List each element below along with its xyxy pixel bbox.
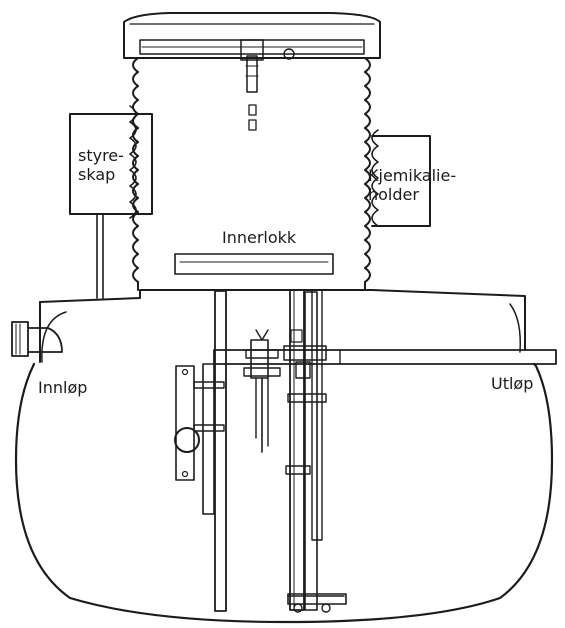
inlet-pipe [11, 321, 63, 357]
control-cabinet-label: styre- skap [78, 146, 134, 184]
outlet-bar [213, 349, 557, 365]
riser [132, 57, 371, 291]
chemical-holder-label: Kjemikalie- holder [368, 166, 468, 204]
inner-lid-label: Innerlokk [222, 228, 297, 247]
control-cabinet-label-line-2: skap [78, 165, 116, 184]
tank-shoulder [39, 289, 526, 363]
control-cabinet [69, 105, 153, 299]
tank-body [14, 362, 554, 624]
chemical-holder [371, 129, 431, 227]
chemical-holder-label-line-2: holder [368, 185, 419, 204]
pipe-assembly-left [174, 290, 227, 612]
outlet-label: Utløp [491, 374, 534, 393]
pipe-assembly-middle [243, 329, 281, 453]
chemical-holder-label-line-1: Kjemikalie- [368, 166, 457, 185]
top-lid [123, 12, 381, 131]
control-cabinet-label-line-1: styre- [78, 146, 124, 165]
inlet-label: Innløp [38, 378, 88, 397]
pipe-assembly-right [283, 289, 347, 613]
